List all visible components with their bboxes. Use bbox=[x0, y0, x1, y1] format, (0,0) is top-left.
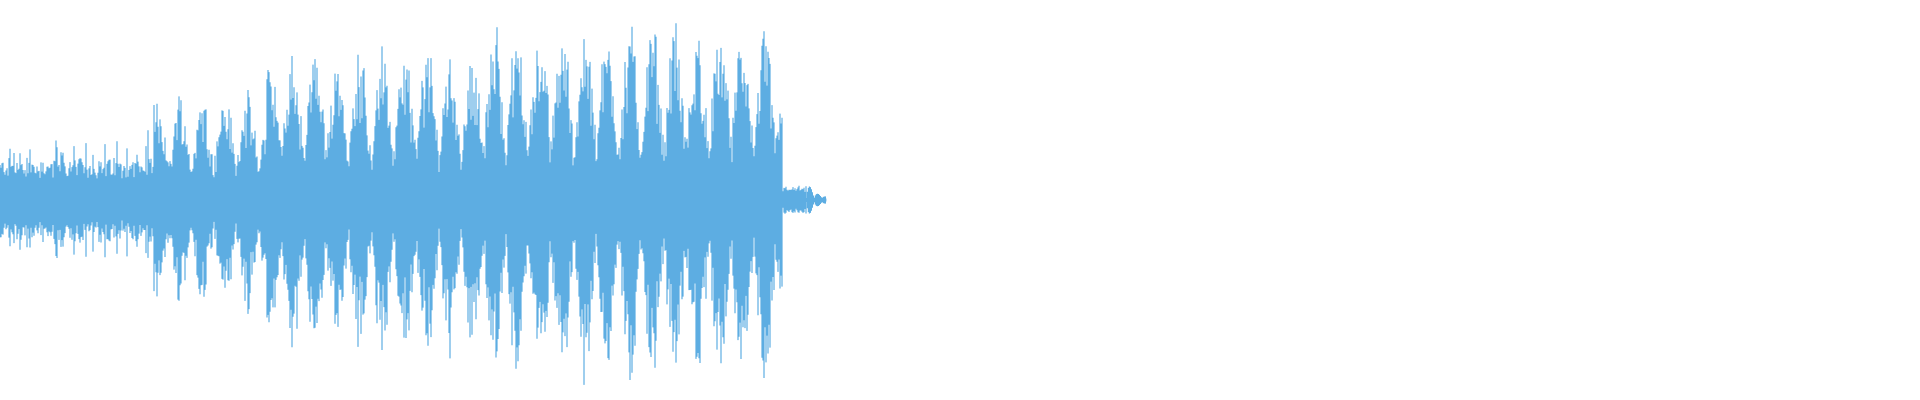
waveform-path bbox=[0, 23, 826, 385]
waveform-samples bbox=[0, 23, 827, 385]
